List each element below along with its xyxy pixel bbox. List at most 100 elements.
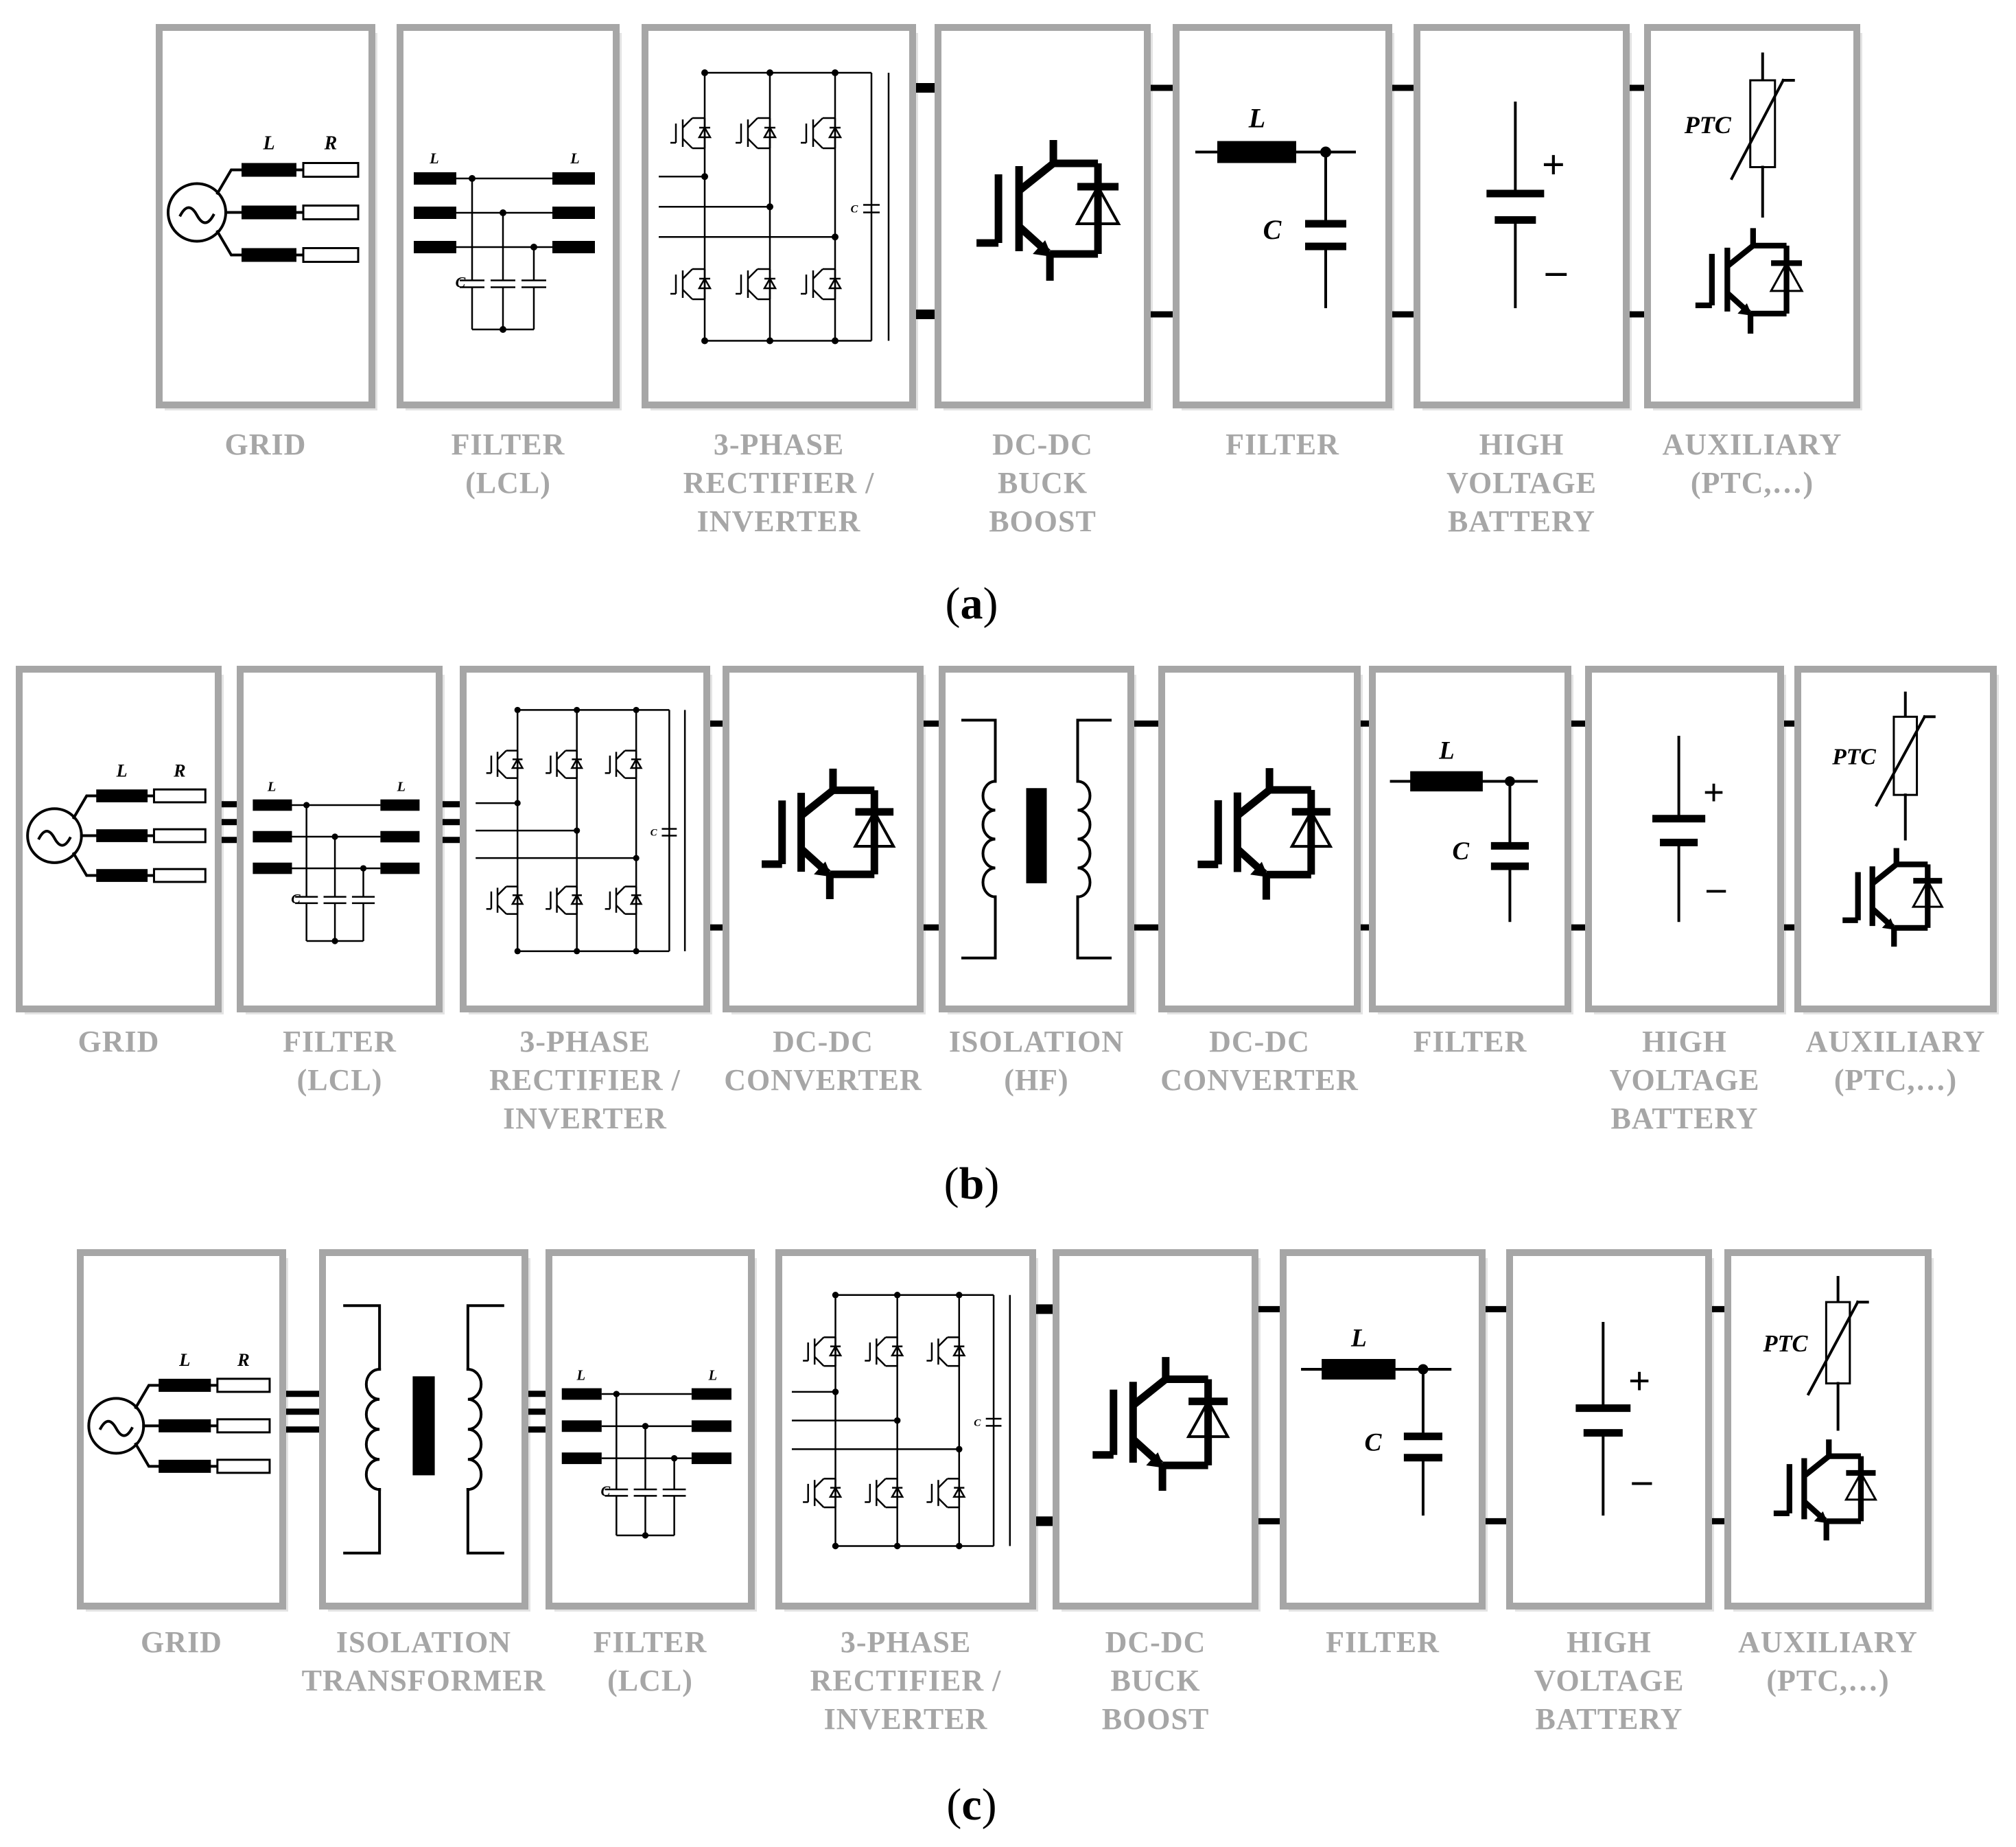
- ptc-label: PTC: [1762, 1331, 1808, 1357]
- inductor-icon: [691, 1420, 731, 1432]
- block-frame: [460, 666, 710, 1012]
- plus-sign: +: [1628, 1360, 1650, 1403]
- connector: [443, 801, 460, 844]
- block-label-line: HIGH: [1479, 428, 1564, 461]
- inductor-label: L: [1438, 736, 1454, 764]
- panel-caption-letter: c: [961, 1780, 982, 1830]
- block-label-line: RECTIFIER /: [489, 1063, 681, 1097]
- block-label-line: AUXILIARY: [1805, 1025, 1986, 1058]
- inductor-icon: [253, 830, 292, 843]
- block-label-line: INVERTER: [503, 1102, 667, 1135]
- inductor-icon: [561, 1420, 602, 1432]
- inductor-icon: [691, 1388, 731, 1400]
- block-label-line: ISOLATION: [336, 1625, 512, 1659]
- capacitor-label: C: [456, 274, 466, 291]
- block-aux: PTC: [1724, 1249, 1934, 1612]
- connector: [1486, 1305, 1506, 1524]
- block-label-line: RECTIFIER /: [683, 466, 875, 500]
- connector: [710, 720, 723, 931]
- block-igbt: [935, 24, 1153, 410]
- inductor-icon: [159, 1378, 211, 1392]
- block-label-line: VOLTAGE: [1609, 1063, 1760, 1097]
- ptc-resistor-icon: [1749, 79, 1777, 168]
- resistor-icon: [152, 788, 207, 804]
- block-label: ISOLATION(HF): [913, 1023, 1160, 1100]
- resistor-label: R: [237, 1349, 250, 1370]
- block-label-line: FILTER: [593, 1625, 707, 1659]
- block-label-line: DC-DC: [1105, 1625, 1206, 1659]
- connector: [1361, 720, 1369, 931]
- inductor-label: L: [576, 1368, 586, 1383]
- block-label: FILTER(LCL): [216, 1023, 463, 1100]
- inductor-icon: [159, 1419, 211, 1432]
- connector: [924, 720, 939, 931]
- inductor-label: L: [116, 760, 128, 780]
- inductor-icon: [96, 829, 148, 842]
- minus-sign: –: [1632, 1459, 1652, 1502]
- block-label-line: TRANSFORMER: [301, 1664, 546, 1697]
- block-label-line: BATTERY: [1610, 1102, 1759, 1135]
- block-label-line: BOOST: [989, 504, 1097, 538]
- block-label-line: RECTIFIER /: [810, 1664, 1002, 1697]
- resistor-label: R: [324, 133, 338, 154]
- block-battery: +–: [1585, 666, 1786, 1014]
- resistor-icon: [216, 1418, 271, 1434]
- resistor-label: R: [173, 760, 185, 780]
- connector: [1712, 1305, 1724, 1524]
- block-label: HIGH VOLTAGE BATTERY: [1398, 426, 1645, 541]
- inductor-icon: [414, 241, 456, 253]
- inductor-icon: [1322, 1358, 1396, 1380]
- block-label-line: GRID: [141, 1625, 222, 1659]
- block-label-line: DC-DC: [773, 1025, 874, 1058]
- block-label-line: VOLTAGE: [1446, 466, 1597, 500]
- block-label-line: CONVERTER: [724, 1063, 922, 1097]
- panel-caption: (a): [945, 579, 998, 629]
- transformer-core-icon: [1026, 788, 1047, 883]
- block-label: GRID: [58, 1623, 305, 1662]
- panel-caption: (b): [943, 1159, 1000, 1209]
- block-frame: [77, 1249, 286, 1610]
- ptc-resistor-icon: [1825, 1301, 1851, 1385]
- capacitor-label: C: [1364, 1428, 1382, 1456]
- block-lc: LC: [1173, 24, 1394, 410]
- resistor-icon: [216, 1459, 271, 1474]
- block-label-line: (PTC,…): [1766, 1664, 1890, 1697]
- inductor-label: L: [1350, 1324, 1367, 1352]
- inductor-icon: [242, 205, 296, 220]
- block-label-line: HIGH: [1567, 1625, 1652, 1659]
- block-label-line: BUCK: [997, 466, 1088, 500]
- block-battery: +–: [1414, 24, 1632, 410]
- inductor-icon: [691, 1452, 731, 1465]
- transformer-core-icon: [412, 1376, 435, 1476]
- block-label: AUXILIARY(PTC,…): [1704, 1623, 1951, 1700]
- inductor-icon: [552, 172, 595, 185]
- ptc-resistor-icon: [1892, 715, 1919, 796]
- inductor-icon: [380, 799, 420, 811]
- inductor-icon: [96, 869, 148, 882]
- block-igbt: [1158, 666, 1363, 1014]
- block-label-line: DC-DC: [992, 428, 1093, 461]
- block-label: FILTER: [1259, 1623, 1506, 1662]
- inductor-label: L: [262, 133, 274, 154]
- inductor-icon: [242, 163, 296, 177]
- block-label-line: INVERTER: [823, 1702, 988, 1736]
- block-label-line: (PTC,…): [1833, 1063, 1958, 1097]
- block-label-line: BATTERY: [1448, 504, 1595, 538]
- connector: [1571, 720, 1585, 931]
- connector: [1134, 720, 1158, 931]
- block-label-line: BOOST: [1101, 1702, 1210, 1736]
- inductor-label: L: [267, 780, 276, 795]
- inductor-icon: [159, 1459, 211, 1473]
- block-frame: [1158, 666, 1361, 1012]
- block-label-line: DC-DC: [1209, 1025, 1310, 1058]
- connector: [286, 1391, 319, 1433]
